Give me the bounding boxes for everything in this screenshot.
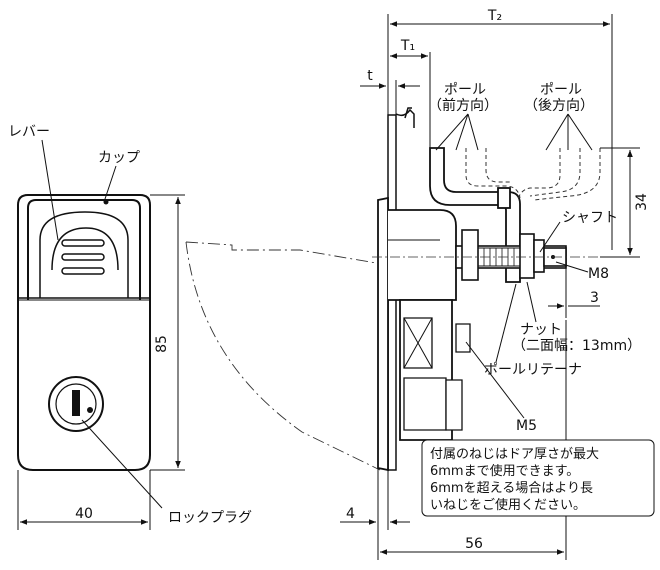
- side-leaders: [435, 113, 593, 419]
- dim-t: t: [367, 68, 373, 84]
- dim-front-width: 40: [75, 506, 93, 522]
- label-nut-2: （二面幅：13mm）: [512, 338, 641, 354]
- swing-arc: [185, 241, 383, 471]
- front-view: [17, 194, 151, 471]
- label-lever: レバー: [8, 124, 50, 140]
- note-line-2: 6mmまで使用できます。: [430, 463, 579, 479]
- label-pole-front-1: ポール: [444, 82, 486, 98]
- note-line-3: 6mmを超える場合はより長: [430, 481, 593, 496]
- dim-front-height: 85: [154, 335, 170, 353]
- front-leaders: [41, 139, 163, 509]
- pole-alt-positions: [465, 148, 601, 201]
- dim-4: 4: [346, 506, 355, 522]
- dim-m5: M5: [516, 418, 537, 434]
- side-housing: [377, 196, 471, 472]
- dim-t1: T₁: [400, 38, 415, 54]
- label-nut-1: ナット: [520, 322, 562, 338]
- cup-window: [51, 227, 119, 271]
- dim-34: 34: [634, 193, 650, 211]
- note-line-4: いねじをご使用ください。: [430, 497, 586, 513]
- front-dimensions: [17, 194, 185, 530]
- label-pole-front-2: （前方向）: [428, 97, 498, 114]
- note-line-1: 付属のねじはドア厚さが最大: [430, 447, 599, 462]
- label-pole-back-2: （後方向）: [524, 98, 594, 114]
- label-shaft: シャフト: [562, 210, 618, 226]
- dim-56: 56: [465, 536, 483, 552]
- lever-slots: [61, 239, 105, 275]
- label-pole-retainer: ポールリテーナ: [484, 362, 582, 378]
- dim-3: 3: [590, 290, 599, 306]
- lock-plug: [48, 376, 104, 432]
- label-lock-plug: ロックプラグ: [168, 510, 252, 526]
- label-pole-back-1: ポール: [540, 82, 582, 98]
- lever: [27, 199, 141, 300]
- lock-body: [17, 194, 151, 471]
- dim-t2: T₂: [487, 8, 502, 24]
- label-cup: カップ: [98, 150, 140, 166]
- dim-m8: M8: [588, 266, 609, 282]
- note-box: 付属のねじはドア厚さが最大 6mmまで使用できます。 6mmを超える場合はより長…: [421, 439, 655, 517]
